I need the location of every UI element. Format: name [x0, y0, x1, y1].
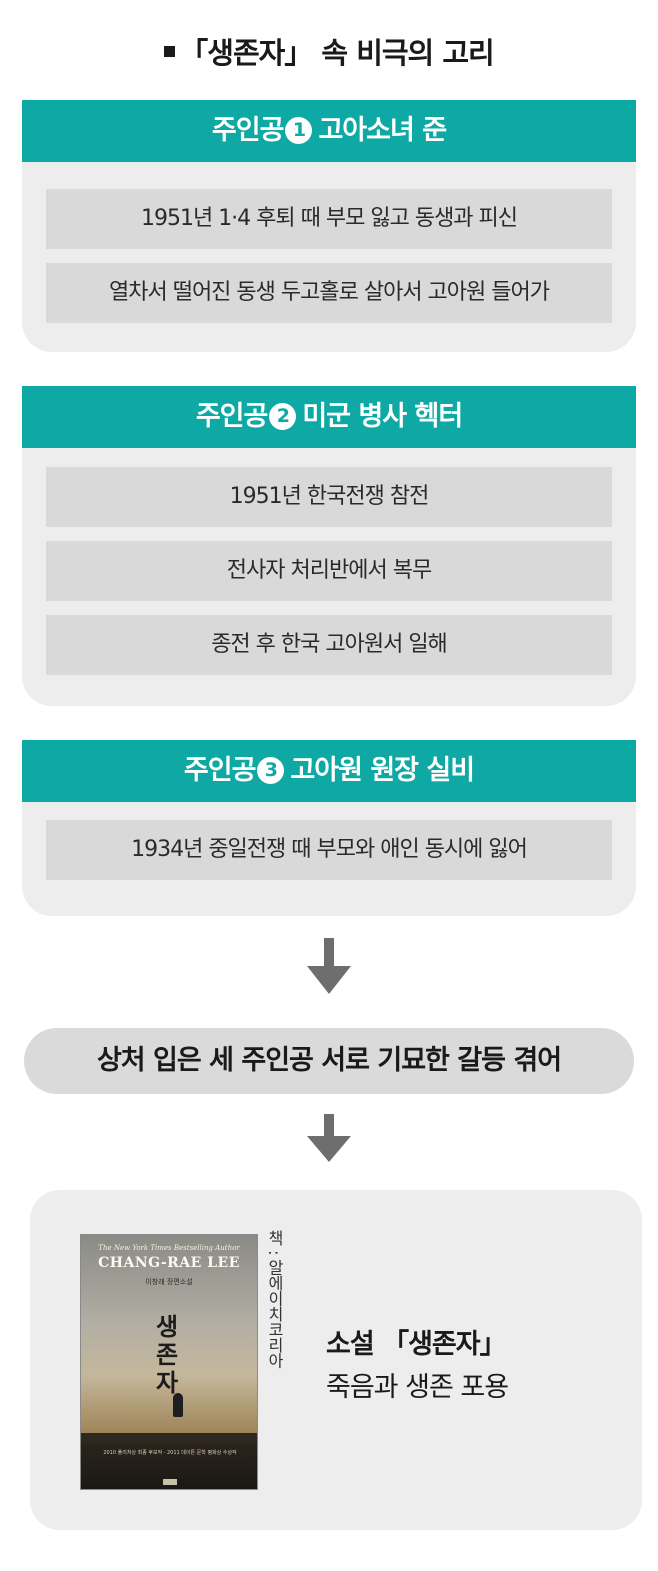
page-title: 「생존자」 속 비극의 고리 [0, 30, 658, 72]
list-item: 1951년 1·4 후퇴 때 부모 잃고 동생과 피신 [46, 189, 612, 249]
image-credit: 책 : 알에이치코리아 [266, 1230, 286, 1368]
novel-title: 소설 「생존자」 [326, 1322, 506, 1361]
novel-panel: The New York Times Bestselling Author CH… [30, 1190, 642, 1530]
arrow-down-icon [305, 938, 353, 998]
arrow-down-icon [305, 1114, 353, 1174]
figure-silhouette-icon [173, 1393, 183, 1417]
list-item: 1934년 중일전쟁 때 부모와 애인 동시에 잃어 [46, 820, 612, 880]
square-bullet-icon [164, 46, 175, 57]
list-item: 종전 후 한국 고아원서 일해 [46, 615, 612, 675]
novel-description: 죽음과 생존 포용 [326, 1365, 508, 1404]
skyline-graphic [81, 1433, 257, 1443]
summary-banner: 상처 입은 세 주인공 서로 기묘한 갈등 겪어 [24, 1028, 634, 1094]
number-2-icon: 2 [269, 403, 296, 430]
book-cover-image: The New York Times Bestselling Author CH… [80, 1234, 258, 1490]
list-item: 전사자 처리반에서 복무 [46, 541, 612, 601]
number-1-icon: 1 [285, 117, 312, 144]
list-item: 열차서 떨어진 동생 두고홀로 살아서 고아원 들어가 [46, 263, 612, 323]
list-item: 1951년 한국전쟁 참전 [46, 467, 612, 527]
publisher-logo [163, 1479, 177, 1485]
number-3-icon: 3 [257, 757, 284, 784]
